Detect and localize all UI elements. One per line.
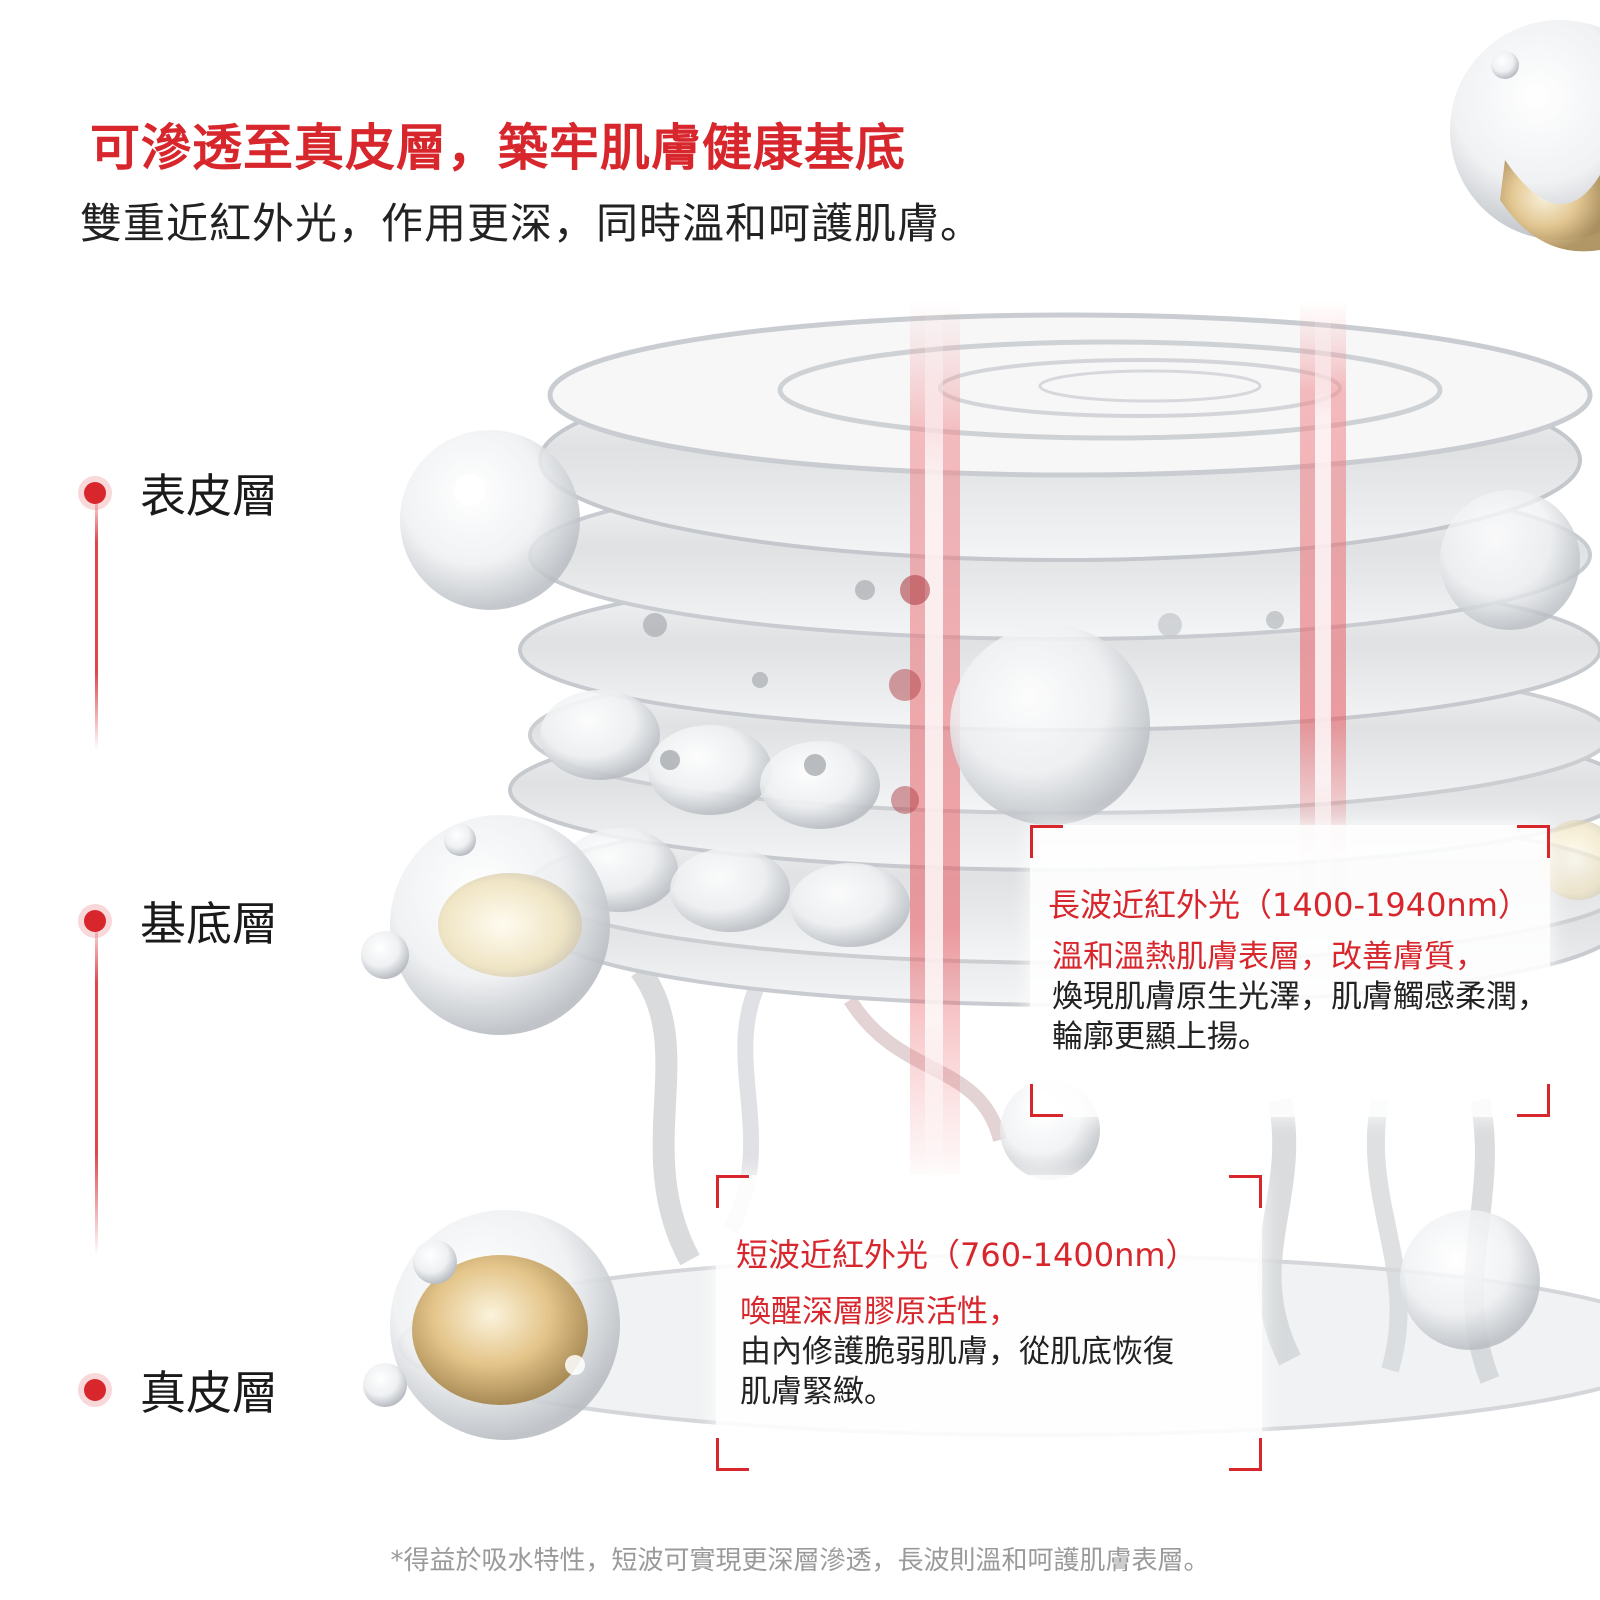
layer-label-text: 基底層 (140, 897, 278, 951)
long-wave-description: 溫和溫熱肌膚表層，改善膚質， 煥現肌膚原生光澤，肌膚觸感柔潤， 輪廓更顯上揚。 (1052, 937, 1548, 1057)
layer-connector-line (95, 915, 98, 1255)
short-wave-description: 喚醒深層膠原活性， 由內修護脆弱肌膚，從肌底恢復 肌膚緊緻。 (740, 1292, 1174, 1412)
long-wave-line: 輪廓更顯上揚。 (1052, 1019, 1269, 1055)
short-wave-line: 肌膚緊緻。 (740, 1374, 895, 1410)
long-wave-title: 長波近紅外光（1400-1940nm） (1048, 886, 1530, 924)
short-wave-highlight: 喚醒深層膠原活性， (740, 1294, 1019, 1330)
bullet-dot-icon (84, 1379, 106, 1401)
corner-bracket (716, 1175, 749, 1208)
footnote: *得益於吸水特性，短波可實現更深層滲透，長波則溫和呵護肌膚表層。 (390, 1546, 1210, 1576)
corner-bracket (1517, 825, 1550, 858)
corner-bracket (1229, 1438, 1262, 1471)
corner-bracket (716, 1438, 749, 1471)
layer-label-basal: 基底層 (80, 888, 278, 954)
long-wave-card: 長波近紅外光（1400-1940nm） 溫和溫熱肌膚表層，改善膚質， 煥現肌膚原… (1030, 825, 1550, 1117)
layer-label-dermis: 真皮層 (80, 1357, 278, 1423)
layer-label-epidermis: 表皮層 (80, 460, 278, 526)
corner-bracket (1030, 1084, 1063, 1117)
long-wave-line: 煥現肌膚原生光澤，肌膚觸感柔潤， (1052, 979, 1548, 1015)
long-wave-highlight: 溫和溫熱肌膚表層，改善膚質， (1052, 939, 1486, 975)
layer-label-text: 真皮層 (140, 1366, 278, 1420)
headline: 可滲透至真皮層，築牢肌膚健康基底 (90, 119, 906, 177)
short-wave-card: 短波近紅外光（760-1400nm） 喚醒深層膠原活性， 由內修護脆弱肌膚，從肌… (716, 1175, 1262, 1471)
short-wave-title: 短波近紅外光（760-1400nm） (736, 1236, 1198, 1274)
subheadline: 雙重近紅外光，作用更深，同時溫和呵護肌膚。 (80, 199, 984, 248)
layer-label-text: 表皮層 (140, 469, 278, 523)
short-wave-line: 由內修護脆弱肌膚，從肌底恢復 (740, 1334, 1174, 1370)
corner-bracket (1517, 1084, 1550, 1117)
corner-bracket (1229, 1175, 1262, 1208)
layer-connector-line (95, 490, 98, 750)
bullet-dot-icon (84, 482, 106, 504)
bullet-dot-icon (84, 910, 106, 932)
corner-bracket (1030, 825, 1063, 858)
